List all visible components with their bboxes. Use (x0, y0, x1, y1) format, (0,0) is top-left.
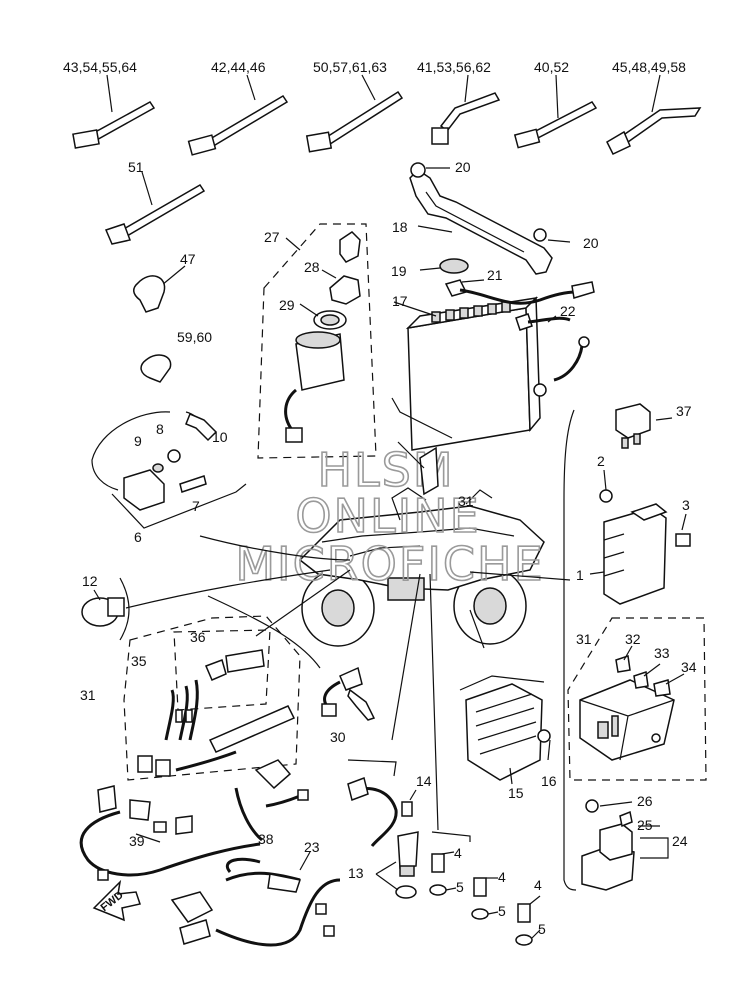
callout-label: 5 (538, 921, 546, 937)
callout-label: 41,53,56,62 (417, 59, 491, 75)
callout-label: 39 (129, 833, 145, 849)
battery-bracket-group (409, 162, 571, 275)
main-switch-group (257, 223, 377, 459)
callout-label: 31 (458, 493, 474, 509)
callout-label: 5 (456, 879, 464, 895)
callout-label: 30 (330, 729, 346, 745)
callout-label: 23 (304, 839, 320, 855)
battery-17 (393, 279, 595, 451)
callout-label: 15 (508, 785, 524, 801)
callout-label: 29 (279, 297, 295, 313)
callout-label: 14 (416, 773, 432, 789)
callout-label: 47 (180, 251, 196, 267)
watermark-line-2: ONLINE (295, 489, 480, 543)
rectifier-group (459, 675, 551, 785)
callout-label: 26 (637, 793, 653, 809)
callout-label: 38 (258, 831, 274, 847)
callout-label: 27 (264, 229, 280, 245)
callout-label: 50,57,61,63 (313, 59, 387, 75)
callout-label: 12 (82, 573, 98, 589)
callout-label: 4 (498, 869, 506, 885)
callout-label: 19 (391, 263, 407, 279)
callout-label: 43,54,55,64 (63, 59, 137, 75)
fuse-box-group (567, 617, 707, 781)
callout-label: 9 (134, 433, 142, 449)
callout-label: 20 (583, 235, 599, 251)
callout-label: 10 (212, 429, 228, 445)
callout-label: 34 (681, 659, 697, 675)
cable-tie-group (72, 74, 702, 383)
callout-label: 42,44,46 (211, 59, 266, 75)
callout-label: 4 (534, 877, 542, 893)
callout-label: 8 (156, 421, 164, 437)
callout-label: 31 (80, 687, 96, 703)
watermark-line-3: MICROFICHE (235, 537, 544, 591)
wire-harness-lower-group (123, 615, 301, 781)
callout-label: 28 (304, 259, 320, 275)
callout-label: 20 (455, 159, 471, 175)
callout-label: 4 (454, 845, 462, 861)
callout-label: 6 (134, 529, 142, 545)
harness-38-group (234, 759, 309, 842)
callout-label: 5 (498, 903, 506, 919)
sensor-12-group (81, 577, 130, 641)
callout-label: 3 (682, 497, 690, 513)
ignition-coil-group (91, 411, 247, 529)
callout-label: 16 (541, 773, 557, 789)
callout-label: 40,52 (534, 59, 569, 75)
callout-label: 59,60 (177, 329, 212, 345)
callout-label: 36 (190, 629, 206, 645)
callout-label: 2 (597, 453, 605, 469)
forward-arrow-icon: FWD (92, 879, 141, 922)
callout-label: 21 (487, 267, 503, 283)
leader-lines (125, 397, 571, 831)
callout-label: 18 (392, 219, 408, 235)
callout-label: 24 (672, 833, 688, 849)
callout-label: 1 (576, 567, 584, 583)
callout-label: 45,48,49,58 (612, 59, 686, 75)
starter-relay-group (581, 799, 669, 891)
sensor-30-group (321, 666, 376, 721)
callout-labels: 43,54,55,64 42,44,46 50,57,61,63 41,53,5… (63, 59, 697, 937)
callout-label: 35 (131, 653, 147, 669)
harness-23-group (170, 851, 341, 947)
callout-label: 17 (392, 293, 408, 309)
callout-label: 33 (654, 645, 670, 661)
callout-label: 22 (560, 303, 576, 319)
callout-label: 31 (576, 631, 592, 647)
callout-label: 13 (348, 865, 364, 881)
callout-label: 7 (192, 498, 200, 514)
callout-label: 25 (637, 817, 653, 833)
callout-label: 32 (625, 631, 641, 647)
switch-13-group (347, 759, 471, 899)
callout-label: 51 (128, 159, 144, 175)
atv-outline (298, 487, 545, 647)
harness-39-group (79, 785, 261, 881)
sensor-4-5-group (429, 851, 541, 946)
cdi-group (563, 403, 691, 891)
callout-label: 37 (676, 403, 692, 419)
